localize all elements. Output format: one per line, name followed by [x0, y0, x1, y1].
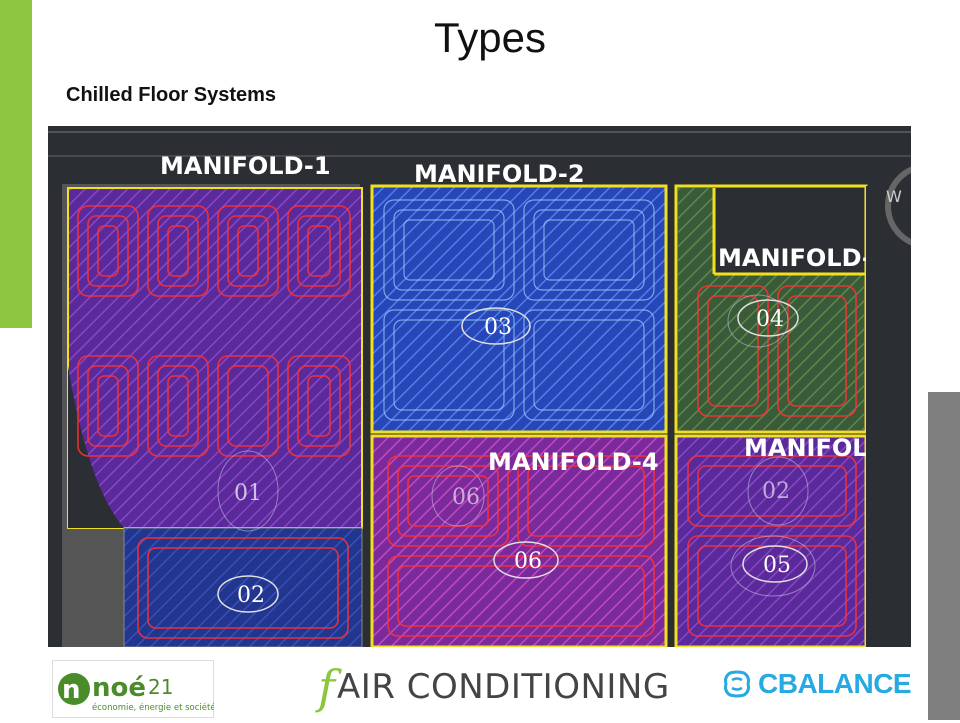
zone-01-area [67, 187, 363, 529]
zone-03-area [370, 184, 668, 434]
manifold-1-label: MANIFOLD-1 [160, 152, 331, 180]
fair-conditioning-logo: f AIR CONDITIONING [318, 660, 670, 714]
zone-04-label: 04 [756, 307, 784, 332]
pipe-loops [77, 205, 857, 639]
cbalance-icon [724, 670, 750, 698]
slide-subtitle: Chilled Floor Systems [66, 84, 277, 106]
manifold-2-label: MANIFOLD-2 [414, 160, 585, 188]
pipe-loops-zone-3 [383, 199, 655, 421]
zone-01-label: 01 [234, 481, 262, 506]
side-decor-bar [928, 392, 960, 720]
noe-main-text: noé [92, 673, 146, 703]
zone-06-area [370, 434, 668, 647]
slide-title: Types [433, 14, 547, 61]
noe-number: 21 [148, 675, 173, 699]
manifold-3-label: MANIFOLD-3 [718, 244, 889, 272]
cbalance-logo: CBALANCE [722, 668, 912, 700]
zone-06-ghost-label: 06 [452, 485, 480, 510]
floor-plan-drawing: MANIFOLD-1 MANIFOLD-2 MANIFOLD-3 MANIFOL… [48, 126, 911, 647]
zone-02-ghost-label: 02 [762, 479, 790, 504]
noe-tagline: économie, énergie et société [92, 702, 214, 713]
zone-02-label: 02 [237, 583, 265, 608]
accent-bar [0, 0, 32, 328]
footer-logos: n noé 21 économie, énergie et société f … [0, 650, 928, 720]
svg-text:n: n [62, 675, 81, 705]
noe21-logo: n noé 21 économie, énergie et société [52, 660, 216, 718]
manifold-4-label: MANIFOLD-4 [488, 448, 659, 476]
cbalance-text: CBALANCE [758, 668, 912, 699]
zone-05-area [674, 434, 868, 647]
fair-f-mark: f [318, 660, 336, 714]
corner-mark: W [886, 187, 902, 206]
zone-05-label: 05 [763, 553, 791, 578]
zone-markers [217, 299, 808, 613]
zone-06-label: 06 [514, 549, 542, 574]
floor-plan-svg: MANIFOLD-1 MANIFOLD-2 MANIFOLD-3 MANIFOL… [48, 126, 911, 647]
zone-03-label: 03 [484, 315, 512, 340]
fair-text: AIR CONDITIONING [337, 667, 670, 707]
furniture-outlines [217, 294, 816, 597]
